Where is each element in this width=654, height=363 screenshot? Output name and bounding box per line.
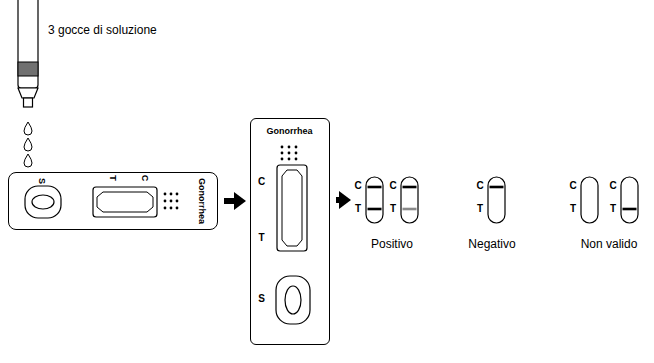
result-window	[581, 177, 598, 223]
node-label: T	[107, 175, 116, 181]
dropper-tip	[24, 98, 33, 107]
result-invalid: CT	[570, 176, 600, 224]
flow-arrow	[336, 197, 343, 203]
result-window	[621, 177, 638, 223]
result-caption: Non valido	[581, 238, 638, 250]
result-window-frame	[93, 187, 157, 217]
test-cassette-horizontal: S T C Gonorrhea	[8, 172, 218, 230]
dropper-neck	[18, 88, 38, 98]
sample-hole	[285, 286, 301, 314]
node-label: T	[258, 233, 264, 243]
indicator-dot	[288, 152, 291, 155]
result-band	[403, 186, 417, 189]
result-band	[368, 186, 382, 189]
indicator-dot	[176, 207, 179, 210]
indicator-dot	[295, 152, 298, 155]
indicator-dot	[170, 193, 173, 196]
result-window	[366, 177, 383, 223]
drop	[24, 138, 32, 151]
node-label: T	[355, 204, 361, 214]
sample-well	[25, 186, 61, 218]
sample-hole	[32, 195, 54, 209]
node-label: C	[569, 181, 576, 191]
dropper-tube	[18, 0, 38, 88]
result-window	[401, 177, 418, 223]
result-caption: Positivo	[371, 238, 413, 250]
result-band	[490, 186, 504, 189]
node-label: Gonorrhea	[196, 177, 205, 223]
indicator-dot	[288, 158, 291, 161]
dropper-band	[18, 62, 38, 76]
node-label: S	[36, 177, 45, 183]
node-label: T	[390, 204, 396, 214]
result-positive: CT	[390, 176, 420, 224]
node-label: T	[477, 204, 483, 214]
instruction-label: 3 gocce di soluzione	[48, 24, 157, 36]
drop	[24, 154, 32, 167]
indicator-dot	[281, 152, 284, 155]
node-label: C	[258, 177, 265, 187]
node-label: C	[354, 181, 361, 191]
flow-arrow	[224, 198, 238, 204]
indicator-dot	[176, 200, 179, 203]
indicator-dot	[281, 158, 284, 161]
node-label: Gonorrhea	[266, 126, 312, 135]
indicator-dot	[281, 146, 284, 149]
indicator-dot	[170, 207, 173, 210]
result-invalid: CT	[610, 176, 640, 224]
indicator-dot	[176, 193, 179, 196]
node-label: T	[610, 204, 616, 214]
result-window	[488, 177, 505, 223]
node-label: S	[258, 294, 265, 304]
node-label: C	[609, 181, 616, 191]
indicator-dot	[295, 158, 298, 161]
node-label: C	[139, 174, 148, 181]
node-label: T	[570, 204, 576, 214]
result-window	[282, 170, 302, 246]
test-cassette-vertical: GonorrheaC T S	[250, 118, 330, 345]
result-band	[368, 208, 382, 211]
result-band	[623, 208, 637, 211]
indicator-dot	[295, 146, 298, 149]
indicator-dot	[164, 207, 167, 210]
sample-well	[276, 276, 310, 324]
result-window	[97, 192, 153, 212]
drop	[24, 122, 32, 135]
node-label: C	[389, 181, 396, 191]
indicator-dot	[164, 200, 167, 203]
result-positive: CT	[355, 176, 385, 224]
result-window-frame	[277, 165, 307, 251]
indicator-dot	[164, 193, 167, 196]
result-band	[403, 208, 417, 211]
indicator-dot	[288, 146, 291, 149]
indicator-dot	[170, 200, 173, 203]
result-negative: CT	[477, 176, 507, 224]
result-caption: Negativo	[468, 238, 515, 250]
node-label: C	[476, 181, 483, 191]
